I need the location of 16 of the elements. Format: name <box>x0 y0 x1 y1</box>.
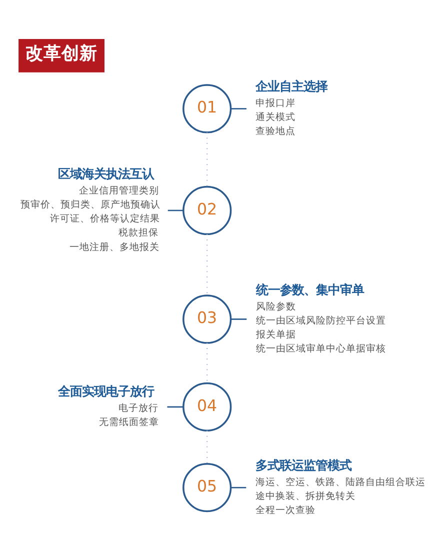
connector <box>168 210 184 212</box>
connector <box>230 318 247 320</box>
node-text: 多式联运监管模式 海运、空运、铁路、陆路自由组合联运 途中换装、拆拼免转关 全程一次查验 <box>255 458 426 516</box>
node-circle: 03 <box>182 294 232 344</box>
node-text: 企业自主选择 申报口岸 通关模式 查验地点 <box>255 79 328 137</box>
diagram-title: 改革创新 <box>26 44 98 64</box>
connector <box>230 486 246 488</box>
connector <box>230 108 246 110</box>
node-circle: 04 <box>182 382 232 432</box>
node-circle: 01 <box>182 84 232 134</box>
node-text: 全面实现电子放行 电子放行 无需纸面签章 <box>58 384 160 428</box>
node-text: 统一参数、集中审单 风险参数 统一由区域风险防控平台设置 报关单据 统一由区域审单中心单据审核 <box>256 282 386 354</box>
node-circle: 05 <box>182 463 232 512</box>
connector <box>167 406 184 408</box>
node-circle: 02 <box>182 186 232 236</box>
node-text: 区域海关执法互认 企业信用管理类别 预审价、预归类、原产地预确认 许可证、价格等认定结果 税款担保 一地注册、多地报关 <box>20 167 160 253</box>
